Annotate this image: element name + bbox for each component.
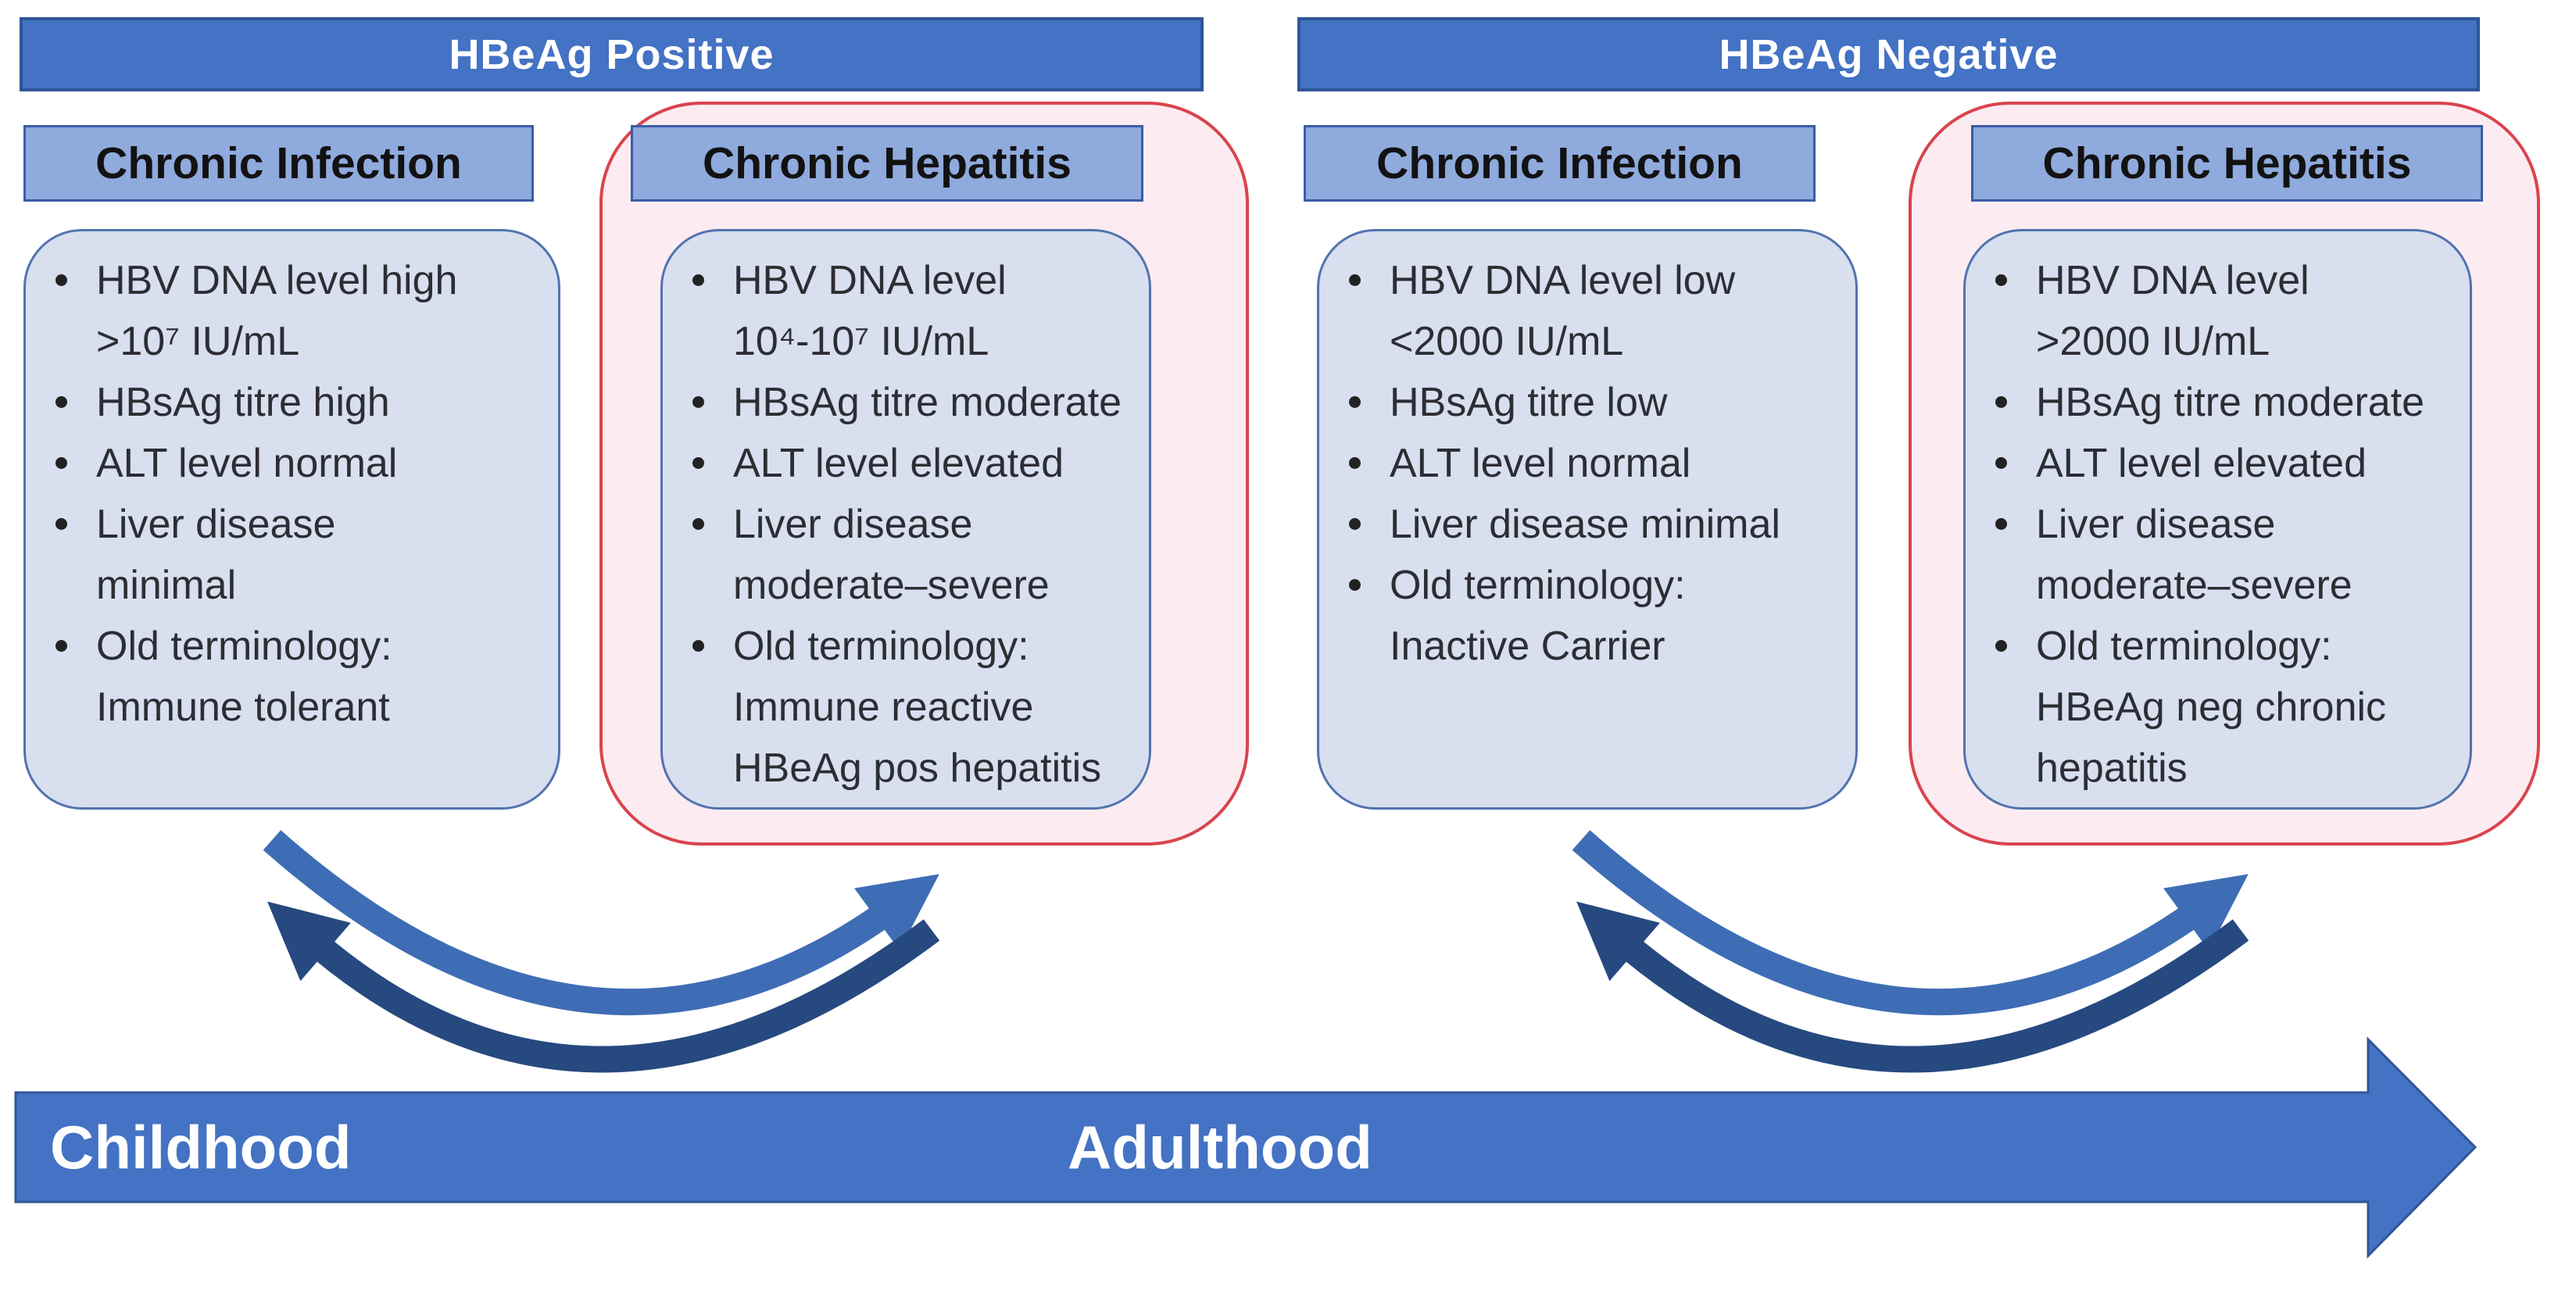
cycle-arrows-right-icon bbox=[1572, 830, 2249, 1073]
bullet-item: HBV DNA level 10⁴-10⁷ IU/mL bbox=[691, 250, 1138, 372]
subheader-label: Chronic Hepatitis bbox=[703, 138, 1072, 188]
bullet-item: ALT level elevated bbox=[1994, 433, 2459, 494]
bullet-item: Liver disease moderate–severe bbox=[1994, 494, 2459, 616]
bullet-item: Old terminology: Immune reactive HBeAg p… bbox=[691, 616, 1138, 799]
bullet-item: Liver disease moderate–severe bbox=[691, 494, 1138, 616]
cycle-arrows-left-icon bbox=[263, 830, 940, 1073]
hbeag-negative-banner-label: HBeAg Negative bbox=[1719, 30, 2059, 78]
hbeag-positive-banner: HBeAg Positive bbox=[20, 17, 1204, 91]
bullet-item: HBV DNA level low <2000 IU/mL bbox=[1347, 250, 1844, 372]
bullet-item: HBsAg titre moderate bbox=[1994, 372, 2459, 433]
bullet-item: ALT level elevated bbox=[691, 433, 1138, 494]
subheader-chronic-infection-negative: Chronic Infection bbox=[1304, 125, 1816, 202]
subheader-chronic-infection-positive: Chronic Infection bbox=[23, 125, 534, 202]
bullet-item: Old terminology: Inactive Carrier bbox=[1347, 555, 1844, 677]
hbeag-negative-banner: HBeAg Negative bbox=[1297, 17, 2480, 91]
timeline-label-adulthood: Adulthood bbox=[1068, 1113, 1372, 1182]
subheader-label: Chronic Hepatitis bbox=[2042, 138, 2412, 188]
timeline-arrow-icon bbox=[14, 1036, 2478, 1259]
hbeag-positive-banner-label: HBeAg Positive bbox=[449, 30, 775, 78]
bullet-item: HBsAg titre high bbox=[54, 372, 547, 433]
bullet-item: HBsAg titre low bbox=[1347, 372, 1844, 433]
timeline-label-childhood: Childhood bbox=[50, 1113, 352, 1182]
subheader-chronic-hepatitis-negative: Chronic Hepatitis bbox=[1971, 125, 2483, 202]
bullet-item: ALT level normal bbox=[1347, 433, 1844, 494]
bullet-item: HBV DNA level high >10⁷ IU/mL bbox=[54, 250, 547, 372]
bullet-item: Old terminology: HBeAg neg chronic hepat… bbox=[1994, 616, 2459, 799]
subheader-label: Chronic Infection bbox=[95, 138, 462, 188]
bullet-item: ALT level normal bbox=[54, 433, 547, 494]
bullet-item: Liver disease minimal bbox=[1347, 494, 1844, 555]
subheader-chronic-hepatitis-positive: Chronic Hepatitis bbox=[631, 125, 1143, 202]
bullet-item: HBsAg titre moderate bbox=[691, 372, 1138, 433]
bullet-item: Liver disease minimal bbox=[54, 494, 547, 616]
subheader-label: Chronic Infection bbox=[1376, 138, 1743, 188]
bullet-item: HBV DNA level >2000 IU/mL bbox=[1994, 250, 2459, 372]
bullet-item: Old terminology: Immune tolerant bbox=[54, 616, 547, 738]
